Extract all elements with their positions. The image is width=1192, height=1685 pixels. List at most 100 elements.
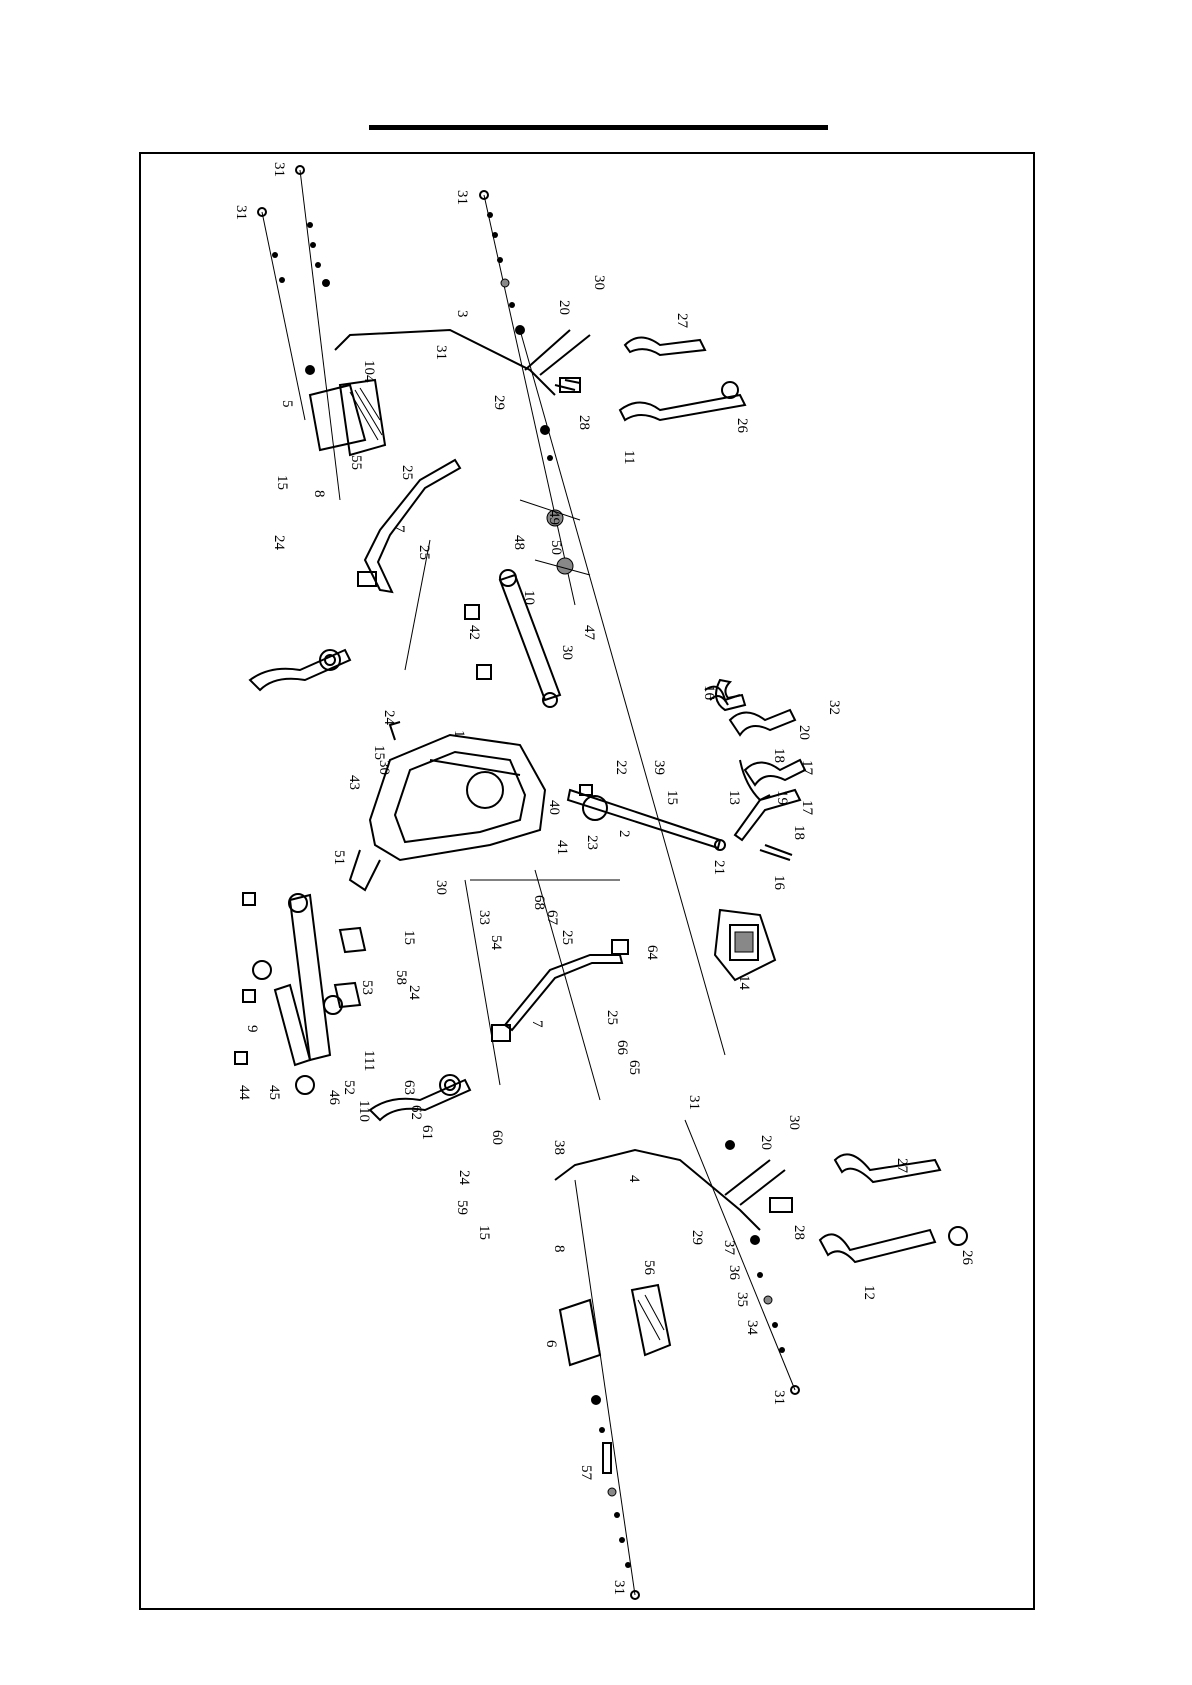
label-5: 5 — [279, 400, 295, 408]
label-26-a: 26 — [734, 418, 750, 434]
label-59: 59 — [454, 1200, 470, 1215]
console-display — [715, 910, 775, 980]
label-7-lower: 7 — [529, 1020, 545, 1028]
label-30-b: 30 — [559, 645, 575, 660]
upper-handlebar — [335, 330, 745, 420]
label-60: 60 — [489, 1130, 505, 1145]
label-30-c: 30 — [376, 760, 392, 775]
label-63: 63 — [401, 1080, 417, 1095]
label-49: 49 — [546, 510, 562, 525]
label-48: 48 — [511, 535, 527, 550]
label-62: 62 — [408, 1105, 424, 1120]
label-9: 9 — [244, 1025, 260, 1033]
label-27-b: 27 — [894, 1158, 910, 1174]
label-67: 67 — [544, 910, 560, 926]
label-30-a: 30 — [591, 275, 607, 290]
label-27-a: 27 — [674, 313, 690, 329]
label-2: 2 — [616, 830, 632, 838]
label-46: 46 — [326, 1090, 342, 1106]
label-56: 56 — [641, 1260, 657, 1276]
label-61: 61 — [419, 1125, 435, 1140]
label-26-b: 26 — [959, 1250, 975, 1266]
lower-right-rod — [685, 1120, 799, 1394]
label-24-d: 24 — [456, 1170, 472, 1186]
label-37: 37 — [721, 1240, 737, 1256]
label-18-a: 18 — [771, 748, 787, 763]
label-38: 38 — [551, 1140, 567, 1155]
label-47: 47 — [581, 625, 597, 641]
label-24-a: 24 — [271, 535, 287, 551]
label-33: 33 — [476, 910, 492, 925]
label-35: 35 — [734, 1292, 750, 1307]
label-36: 36 — [726, 1265, 742, 1281]
label-51: 51 — [331, 850, 347, 865]
label-30-e: 30 — [786, 1115, 802, 1130]
label-6: 6 — [543, 1340, 559, 1348]
label-44: 44 — [236, 1085, 252, 1101]
label-40: 40 — [546, 800, 562, 815]
label-12: 12 — [861, 1285, 877, 1300]
label-25-b: 25 — [416, 545, 432, 560]
label-14: 14 — [736, 975, 752, 991]
label-15-a: 15 — [274, 475, 290, 490]
label-21: 21 — [711, 860, 727, 875]
front-handlebar — [705, 680, 805, 860]
label-10: 10 — [521, 590, 537, 605]
label-31-e: 31 — [686, 1095, 702, 1110]
label-25-a: 25 — [399, 465, 415, 480]
label-31-d: 31 — [433, 345, 449, 360]
label-28-b: 28 — [791, 1225, 807, 1240]
label-24-b: 24 — [381, 710, 397, 726]
label-20-a: 20 — [556, 300, 572, 315]
label-45: 45 — [266, 1085, 282, 1100]
label-29-a: 29 — [491, 395, 507, 410]
upper-crank-arm — [250, 460, 460, 690]
label-58: 58 — [393, 970, 409, 985]
label-39: 39 — [651, 760, 667, 775]
label-3: 3 — [454, 310, 470, 318]
label-30-d: 30 — [433, 880, 449, 895]
label-18-b: 18 — [791, 825, 807, 840]
label-8-lower: 8 — [551, 1245, 567, 1253]
label-42: 42 — [466, 625, 482, 640]
label-68: 68 — [531, 895, 547, 910]
label-19: 19 — [774, 790, 790, 805]
leader-lines — [405, 330, 725, 1100]
label-17-a: 17 — [799, 760, 815, 776]
label-17-b: 17 — [799, 800, 815, 816]
label-11: 11 — [621, 450, 637, 464]
label-23: 23 — [584, 835, 600, 850]
label-66: 66 — [614, 1040, 630, 1056]
label-25-c: 25 — [559, 930, 575, 945]
label-53: 53 — [359, 980, 375, 995]
label-28-a: 28 — [576, 415, 592, 430]
label-31-c: 31 — [454, 190, 470, 205]
label-4: 4 — [626, 1175, 642, 1183]
label-50: 50 — [548, 540, 564, 555]
label-15-e: 15 — [664, 790, 680, 805]
label-7-upper: 7 — [391, 525, 407, 533]
label-8-upper: 8 — [311, 490, 327, 498]
label-25-d: 25 — [604, 1010, 620, 1025]
label-32: 32 — [826, 700, 842, 715]
label-55: 55 — [348, 455, 364, 470]
label-104: 104 — [361, 360, 377, 383]
upper-left-rod — [258, 166, 340, 500]
lower-pedal — [560, 1180, 670, 1599]
upper-pedal — [310, 380, 385, 455]
label-41: 41 — [554, 840, 570, 855]
label-43: 43 — [346, 775, 362, 790]
label-31-g: 31 — [611, 1580, 627, 1595]
label-15-d: 15 — [476, 1225, 492, 1240]
label-31-f: 31 — [771, 1390, 787, 1405]
label-15-b: 15 — [371, 745, 387, 760]
label-54: 54 — [488, 935, 504, 951]
label-65: 65 — [626, 1060, 642, 1075]
label-57: 57 — [578, 1465, 594, 1481]
label-1: 1 — [451, 730, 467, 738]
label-20-c: 20 — [758, 1135, 774, 1150]
label-16-a: 16 — [701, 685, 717, 701]
label-20-b: 20 — [796, 725, 812, 740]
label-52: 52 — [341, 1080, 357, 1095]
